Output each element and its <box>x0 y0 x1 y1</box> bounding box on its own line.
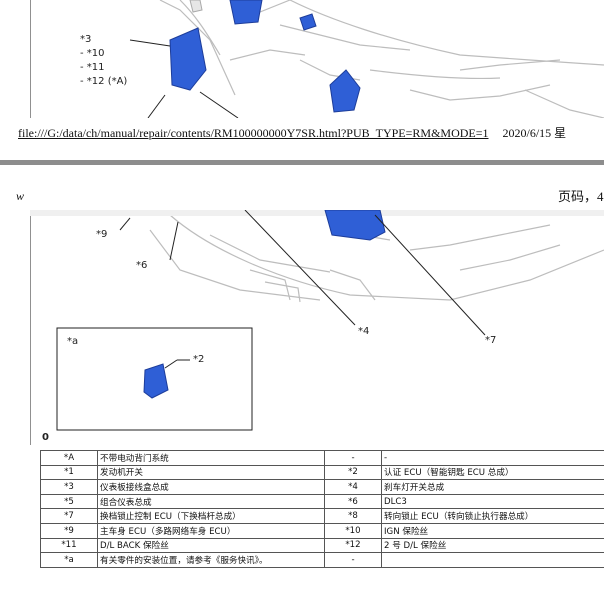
part-code: *8 <box>324 508 382 524</box>
instrument-panel-junction-block <box>169 27 207 91</box>
part-name: 换档锁止控制 ECU（下换档杆总成） <box>97 508 325 524</box>
print-date: 2020/6/15 <box>502 126 552 140</box>
part-name: DLC3 <box>381 493 604 510</box>
part-name: 组合仪表总成 <box>97 493 325 510</box>
dashboard-outline <box>159 0 604 118</box>
leader-line <box>147 94 166 118</box>
page-break-divider <box>0 160 604 165</box>
part-name: 仪表板接线盒总成 <box>97 479 325 495</box>
leader-line <box>164 359 178 369</box>
leader-line <box>199 91 239 118</box>
header-left-mark: w <box>16 189 25 203</box>
part-name <box>381 552 604 568</box>
callout-label: - *12 (*A) <box>80 76 127 87</box>
leader-line <box>244 210 356 326</box>
leader-line <box>374 214 486 336</box>
leader-line <box>169 221 179 261</box>
top-diagram: *3 - *10 - *11 - *12 (*A) <box>30 0 604 118</box>
part-code: *a <box>40 552 98 568</box>
part-name: 不带电动背门系统 <box>97 450 325 466</box>
part-code: *7 <box>40 508 98 524</box>
part-name: IGN 保险丝 <box>381 522 604 539</box>
part-code: *3 <box>40 479 98 495</box>
part-name: 2 号 D/L 保险丝 <box>381 537 604 554</box>
part-code: *A <box>40 450 98 466</box>
callout-label: *4 <box>358 326 369 337</box>
print-weekday: 星 <box>554 126 567 140</box>
part-name: 转向锁止 ECU（转向锁止执行器总成） <box>381 508 604 524</box>
part-name: D/L BACK 保险丝 <box>97 537 325 554</box>
callout-label: *9 <box>96 229 107 240</box>
callout-label: *3 <box>80 34 91 45</box>
part-code: *10 <box>324 522 382 539</box>
inset-label: *a <box>67 336 78 347</box>
inset-detail: *a *2 <box>56 327 253 431</box>
part-code: - <box>324 450 382 466</box>
corner-mark: 0 <box>42 432 49 443</box>
certification-ecu-part <box>143 363 169 399</box>
callout-label: *6 <box>136 260 147 271</box>
combination-meter-part <box>229 0 263 25</box>
part-code: *1 <box>40 464 98 481</box>
shift-lock-part <box>329 69 361 113</box>
engine-switch-part <box>299 13 317 31</box>
print-footer: file:///G:/data/ch/manual/repair/content… <box>18 124 566 141</box>
callout-label: *7 <box>485 335 496 346</box>
top-callouts: *3 - *10 - *11 - *12 (*A) <box>80 34 127 87</box>
part-name: 有关零件的安装位置，请参考《服务快讯》。 <box>97 552 325 568</box>
part-name: - <box>381 450 604 466</box>
part-code: *9 <box>40 522 98 539</box>
callout-label: *2 <box>193 354 204 365</box>
page-number: 页码，4 <box>558 189 604 204</box>
part-code: *4 <box>324 479 382 495</box>
panel-shade <box>30 210 604 216</box>
callout-label: - *10 <box>80 48 105 59</box>
part-code: *2 <box>324 464 382 481</box>
leader-line <box>119 217 131 231</box>
part-code: *5 <box>40 493 98 510</box>
part-code: *6 <box>324 493 382 510</box>
stop-light-switch-part <box>324 210 386 241</box>
part-code: *12 <box>324 537 382 554</box>
part-code: *11 <box>40 537 98 554</box>
leader-line <box>129 39 171 47</box>
callout-label: - *11 <box>80 62 105 73</box>
panel-shade <box>189 0 203 13</box>
part-code: - <box>324 552 382 568</box>
part-name: 刹车灯开关总成 <box>381 479 604 495</box>
source-file-link[interactable]: file:///G:/data/ch/manual/repair/content… <box>18 126 489 140</box>
part-name: 认证 ECU（智能钥匙 ECU 总成） <box>381 464 604 481</box>
bottom-callouts: *9 *6 *4 *7 <box>96 229 496 346</box>
part-name: 发动机开关 <box>97 464 325 481</box>
bottom-diagram: *9 *6 *4 *7 *a *2 0 <box>30 210 604 445</box>
part-name: 主车身 ECU（多路网络车身 ECU） <box>97 522 325 539</box>
